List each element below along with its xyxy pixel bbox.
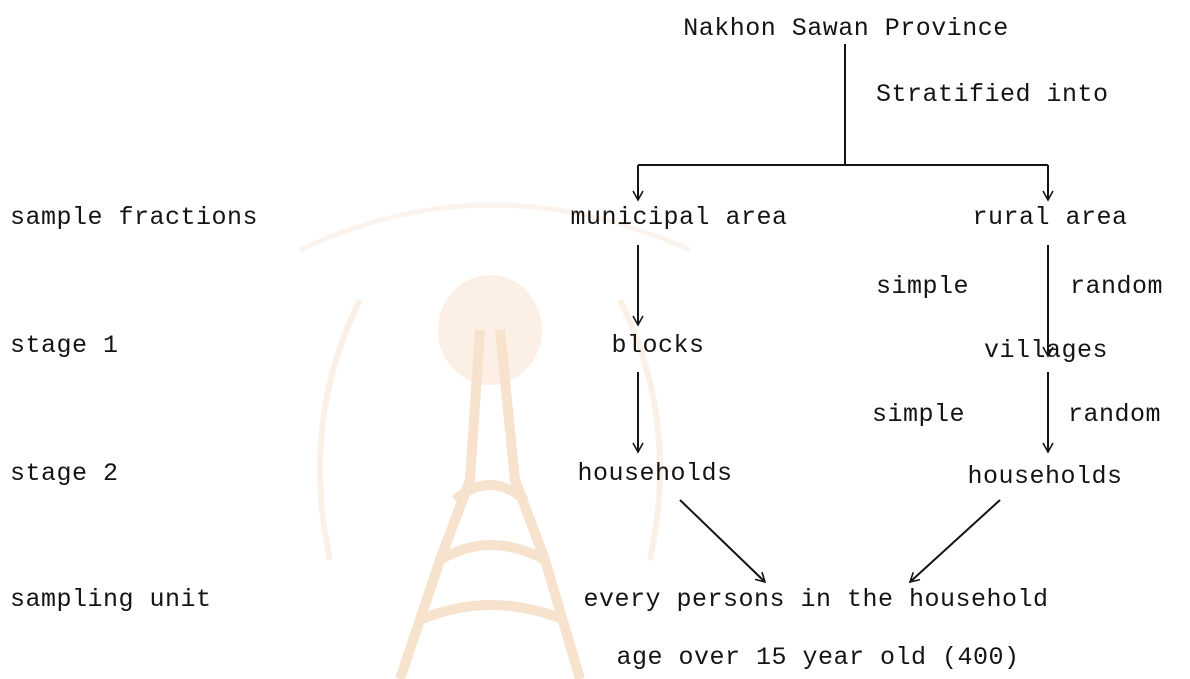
rural-households-node: households [967, 462, 1123, 491]
municipal-area-node: municipal area [570, 203, 788, 232]
method-label-random-1: random [1070, 272, 1164, 301]
method-label-simple-2: simple [872, 400, 966, 429]
root-node: Nakhon Sawan Province [683, 14, 1009, 43]
level-label-stage-1: stage 1 [10, 331, 119, 360]
arrow-rural-to-unit [908, 499, 1001, 584]
municipal-households-node: households [577, 459, 733, 488]
blocks-node: blocks [611, 331, 705, 360]
sampling-unit-node: every persons in the household [583, 585, 1049, 614]
level-label-sample-fractions: sample fractions [10, 203, 259, 232]
level-label-stage-2: stage 2 [10, 459, 119, 488]
method-label-random-2: random [1068, 400, 1162, 429]
sampling-unit-description: age over 15 year old (400) [616, 643, 1020, 672]
split-label: Stratified into [876, 80, 1109, 109]
level-label-sampling-unit: sampling unit [10, 585, 212, 614]
rural-area-node: rural area [972, 203, 1128, 232]
villages-node: villages [983, 336, 1109, 365]
arrow-municipal-to-unit [679, 499, 767, 584]
method-label-simple-1: simple [876, 272, 970, 301]
